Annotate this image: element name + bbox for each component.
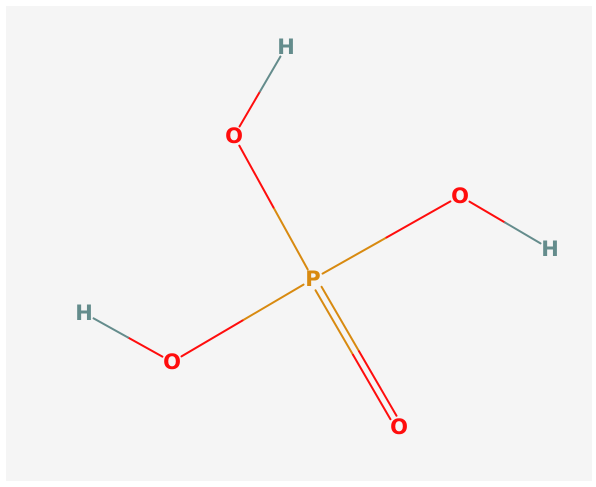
atom-label-o4: O: [390, 415, 408, 439]
atom-label-h1: H: [277, 35, 295, 59]
bond-p1-o3-half-a: [241, 283, 305, 322]
bond-o1-h1-half-a: [238, 90, 261, 128]
bond-o3-h3-half-a: [127, 336, 164, 358]
bond-p1-o1-half-b: [238, 144, 275, 209]
bond-p1-o4-line-2-half-a: [314, 289, 354, 356]
atom-label-o2: O: [451, 184, 469, 208]
bond-o3-h3-half-b: [92, 317, 129, 339]
bond-p1-o4-line-2-half-b: [351, 353, 392, 421]
atom-layer: P O O O O H H H: [75, 35, 559, 439]
bond-o1-h1-half-b: [259, 55, 282, 93]
atom-label-h3: H: [75, 301, 93, 325]
bond-p1-o4-line-1-half-b: [358, 350, 398, 417]
bond-p1-o2-half-a: [321, 236, 388, 275]
bond-p1-o1-half-a: [272, 206, 309, 271]
structure-canvas: [6, 6, 592, 481]
bond-p1-o3-half-b: [180, 319, 244, 358]
atom-label-p1: P: [305, 267, 320, 291]
bond-layer: [92, 55, 542, 421]
bond-p1-o4-line-1-half-a: [320, 285, 361, 353]
bond-o2-h2-half-b: [504, 221, 542, 245]
bond-p1-o2-half-b: [385, 200, 452, 239]
atom-label-o3: O: [163, 350, 181, 374]
atom-label-o1: O: [225, 124, 243, 148]
bond-o2-h2-half-a: [468, 200, 506, 224]
atom-label-h2: H: [541, 237, 559, 261]
